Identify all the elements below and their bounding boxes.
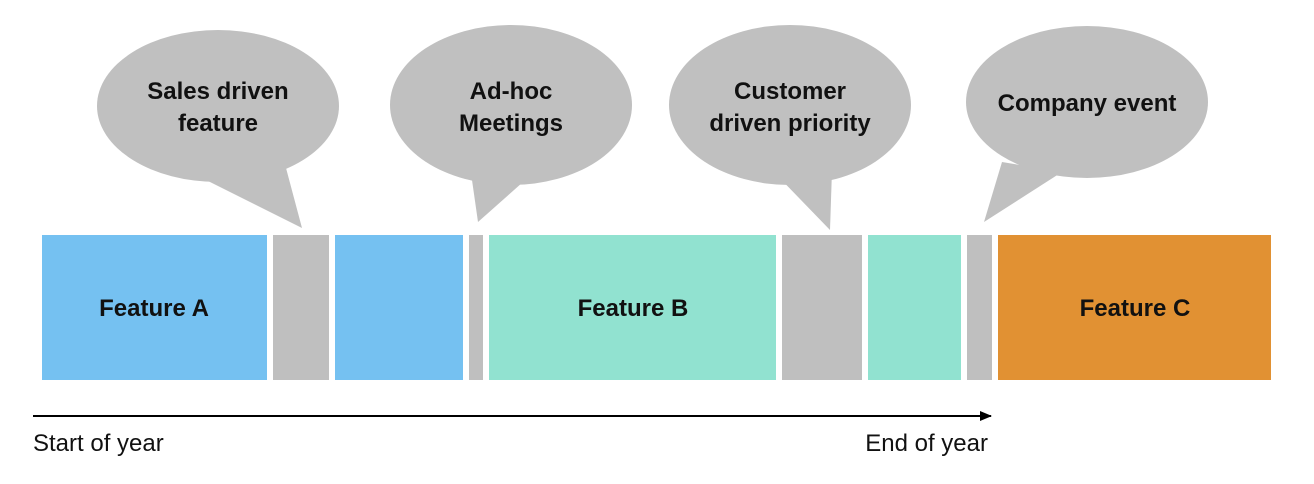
- segment-feature-a: [42, 235, 267, 380]
- speech-bubble-body: [97, 30, 339, 182]
- feature-b-label: Feature B: [578, 295, 689, 322]
- segment-feature-b: [489, 235, 776, 380]
- segment-feature-a-continued: [335, 235, 463, 380]
- bubble-label-line-2: feature: [178, 110, 258, 137]
- speech-bubble-shape: [190, 168, 302, 228]
- time-axis: Start of year End of year: [33, 411, 992, 457]
- bubble-label-line-1: Ad-hoc: [470, 78, 553, 105]
- start-of-year-label: Start of year: [33, 430, 164, 457]
- bubble-label-line-1: Sales driven: [147, 78, 288, 105]
- segment-feature-b-continued: [868, 235, 961, 380]
- feature-c-label: Feature C: [1080, 295, 1191, 322]
- end-of-year-label: End of year: [865, 430, 988, 457]
- segment-interruption: [273, 235, 329, 380]
- segment-interruption: [782, 235, 862, 380]
- bubble-label-line-1: Customer: [734, 78, 846, 105]
- segment-feature-c: [998, 235, 1271, 380]
- segment-interruption: [469, 235, 483, 380]
- bubble-label-line-2: driven priority: [709, 110, 871, 137]
- bubble-label-line-2: Meetings: [459, 110, 563, 137]
- bubble-sales-driven-feature: Sales driven feature: [97, 30, 339, 228]
- feature-a-label: Feature A: [99, 295, 209, 322]
- bubble-customer-driven-priority: Customer driven priority: [669, 25, 911, 230]
- bubble-company-event: Company event: [966, 26, 1208, 222]
- bubble-ad-hoc-meetings: Ad-hoc Meetings: [390, 25, 632, 222]
- speech-bubble-shape: [984, 162, 1062, 222]
- timeline-bar: Feature A Feature B Feature C: [42, 235, 1271, 380]
- speech-bubble-body: [966, 26, 1208, 178]
- speech-bubble-body: [669, 25, 911, 185]
- segment-interruption: [967, 235, 992, 380]
- speech-bubble-body: [390, 25, 632, 185]
- speech-bubbles: Sales driven feature Ad-hoc Meetings Cus…: [97, 25, 1208, 230]
- bubble-label-line-1: Company event: [998, 90, 1177, 117]
